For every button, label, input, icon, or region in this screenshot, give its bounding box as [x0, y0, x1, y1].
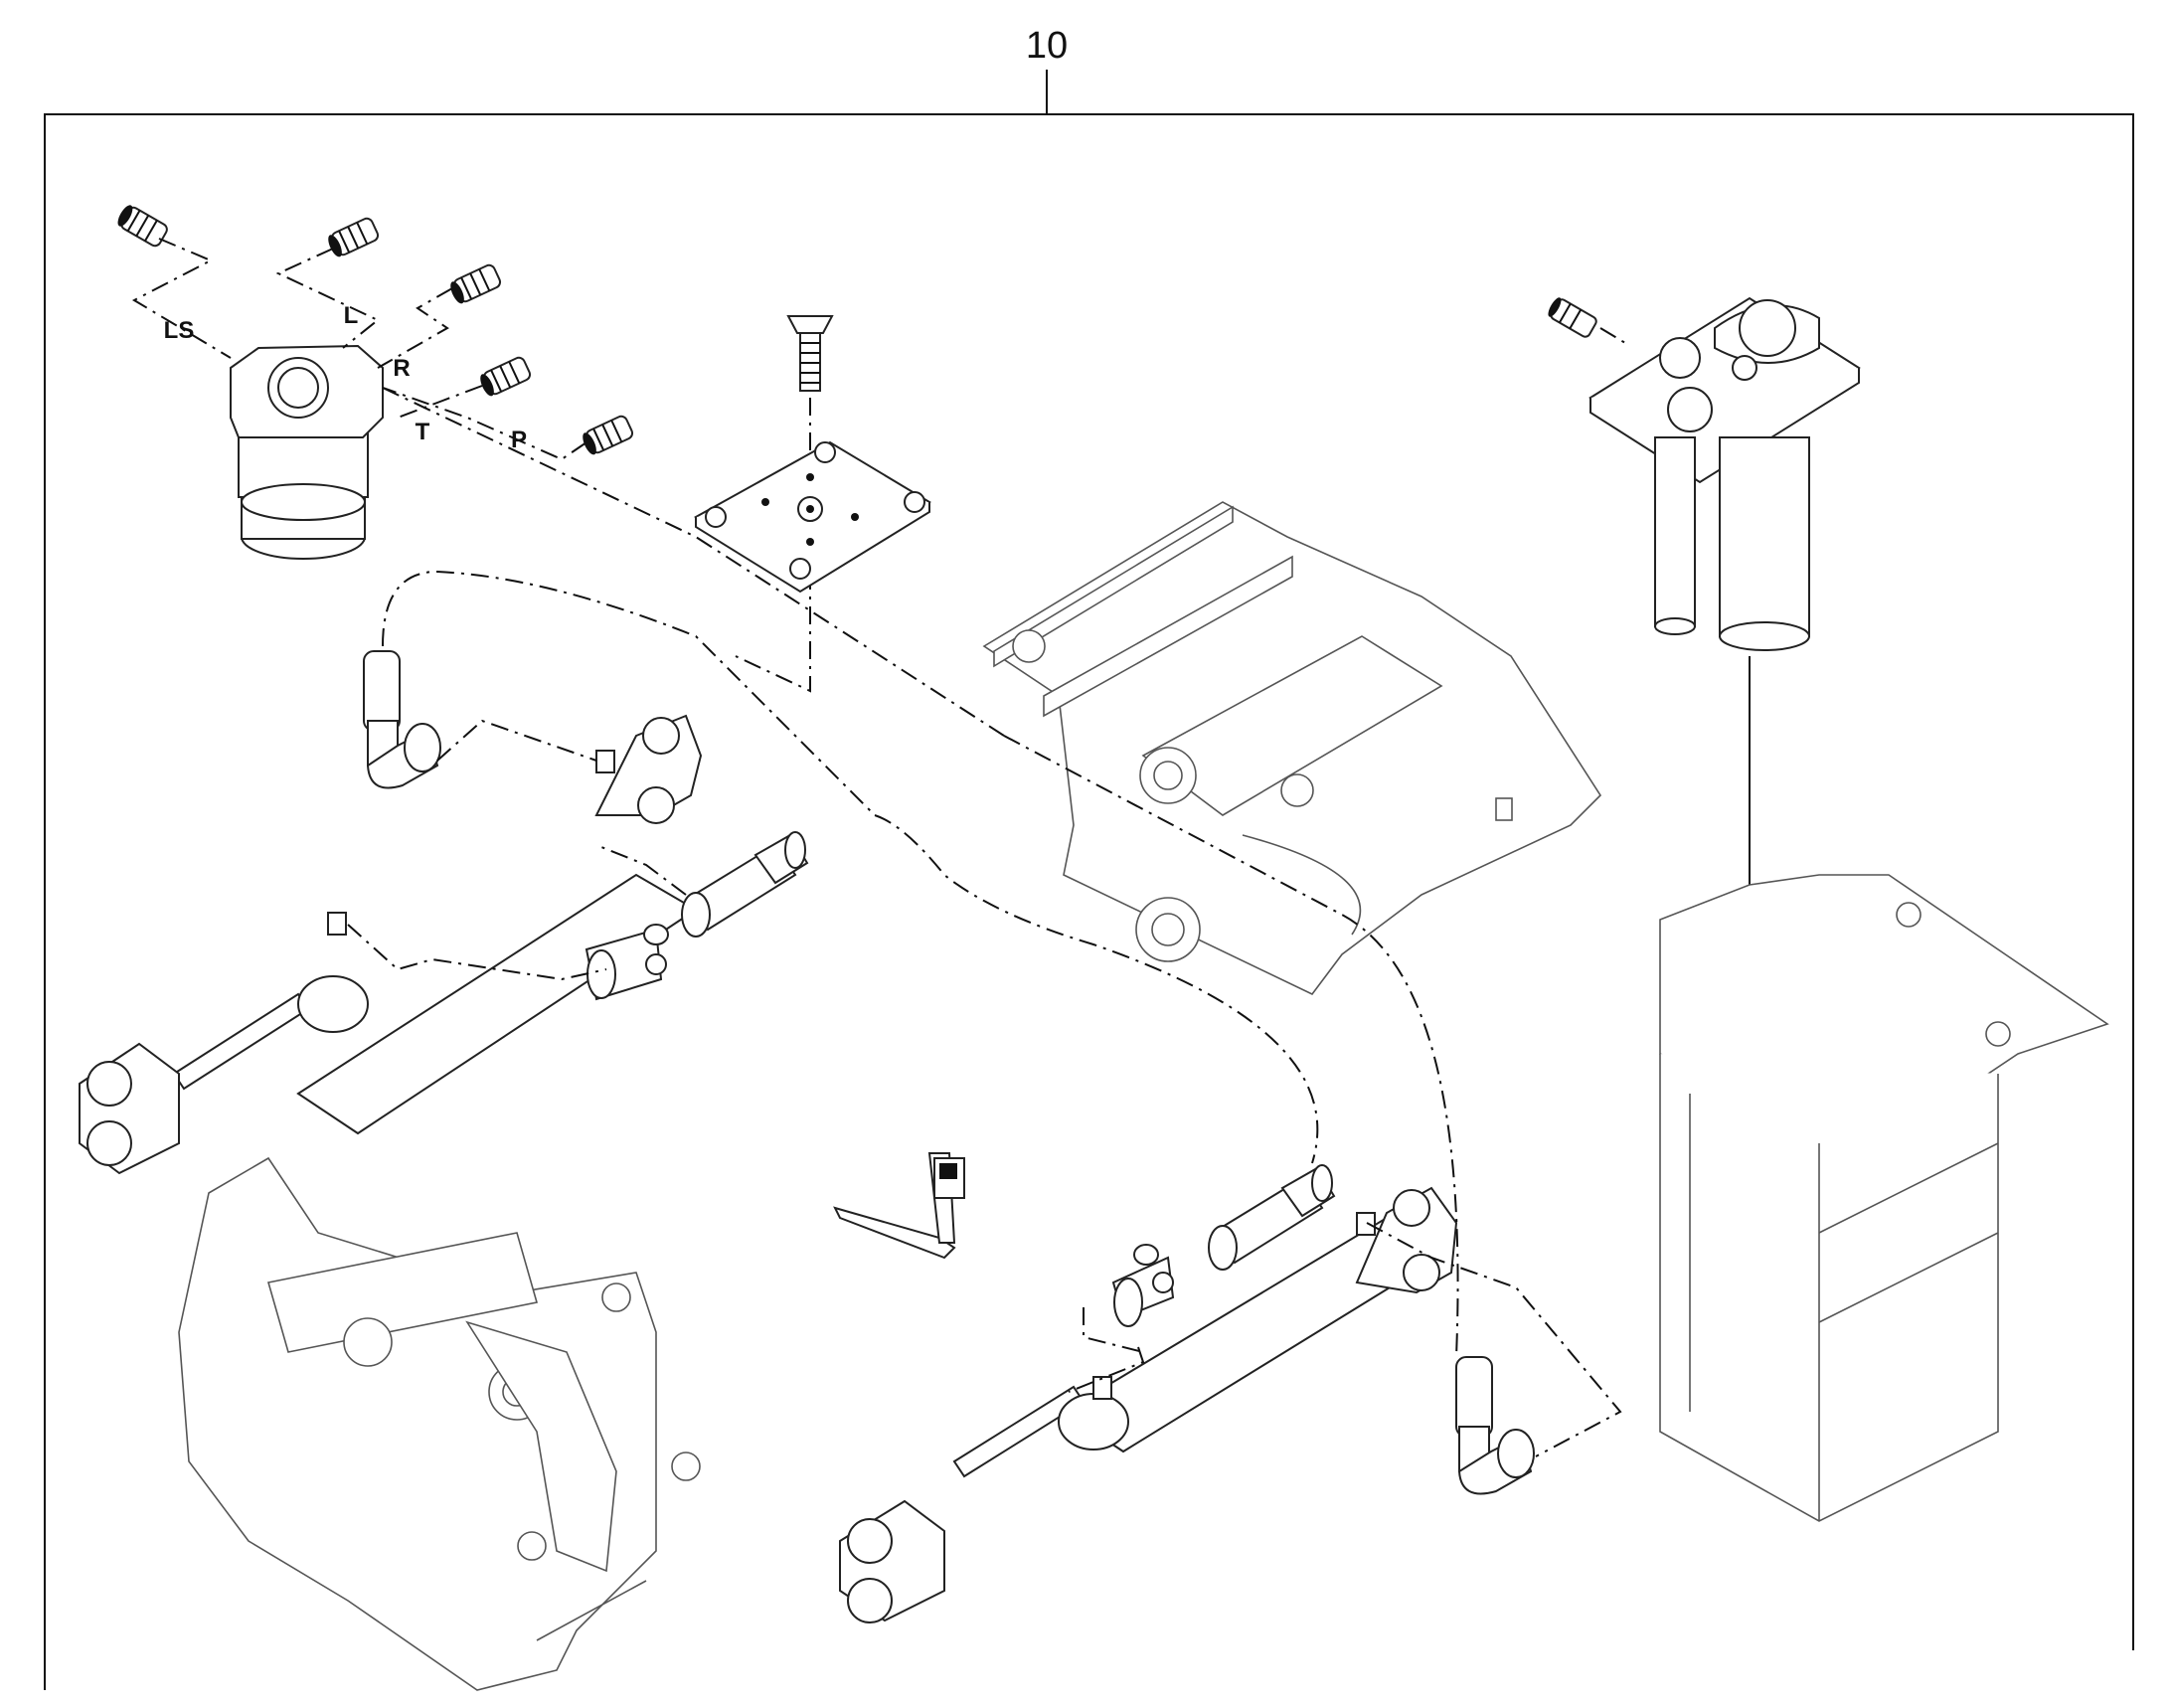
port-label-r: R — [393, 355, 410, 382]
tee-fitting-lower — [1111, 1244, 1175, 1327]
fitting-ls — [117, 205, 168, 248]
port-label-t: T — [416, 419, 430, 445]
fitting-t — [480, 356, 532, 397]
cable-clip — [833, 1152, 965, 1260]
port-label-l: L — [344, 302, 359, 329]
mounting-plate — [694, 440, 931, 594]
mounting-screw — [786, 315, 834, 392]
elbow-fitting-upper — [363, 650, 441, 789]
screw-leader — [735, 398, 811, 693]
port-label-ls: LS — [164, 317, 195, 344]
routing-lines — [347, 387, 1622, 1457]
port-leaders — [131, 238, 587, 461]
hydraulic-tank — [1588, 296, 1861, 651]
hose-upper — [681, 831, 809, 938]
port-label-p: P — [511, 427, 527, 453]
assembly-bracket — [44, 113, 2134, 1690]
fitting-r — [450, 263, 502, 304]
cab-base — [1659, 874, 2109, 1522]
rear-frame — [982, 501, 1602, 996]
fitting-l — [328, 217, 380, 257]
steering-unit — [230, 344, 384, 560]
tank-fitting — [1548, 297, 1597, 338]
steering-cylinder-lower — [839, 1186, 1458, 1623]
tank-fitting-leader — [1599, 327, 1631, 347]
steering-cylinder-upper — [79, 714, 703, 1175]
loader-arm — [178, 1156, 701, 1691]
tee-fitting-upper — [585, 924, 669, 1001]
hose-lower — [1208, 1164, 1336, 1271]
fitting-p — [583, 415, 634, 455]
elbow-fitting-lower — [1455, 1356, 1535, 1495]
callout-number: 10 — [1026, 25, 1068, 67]
